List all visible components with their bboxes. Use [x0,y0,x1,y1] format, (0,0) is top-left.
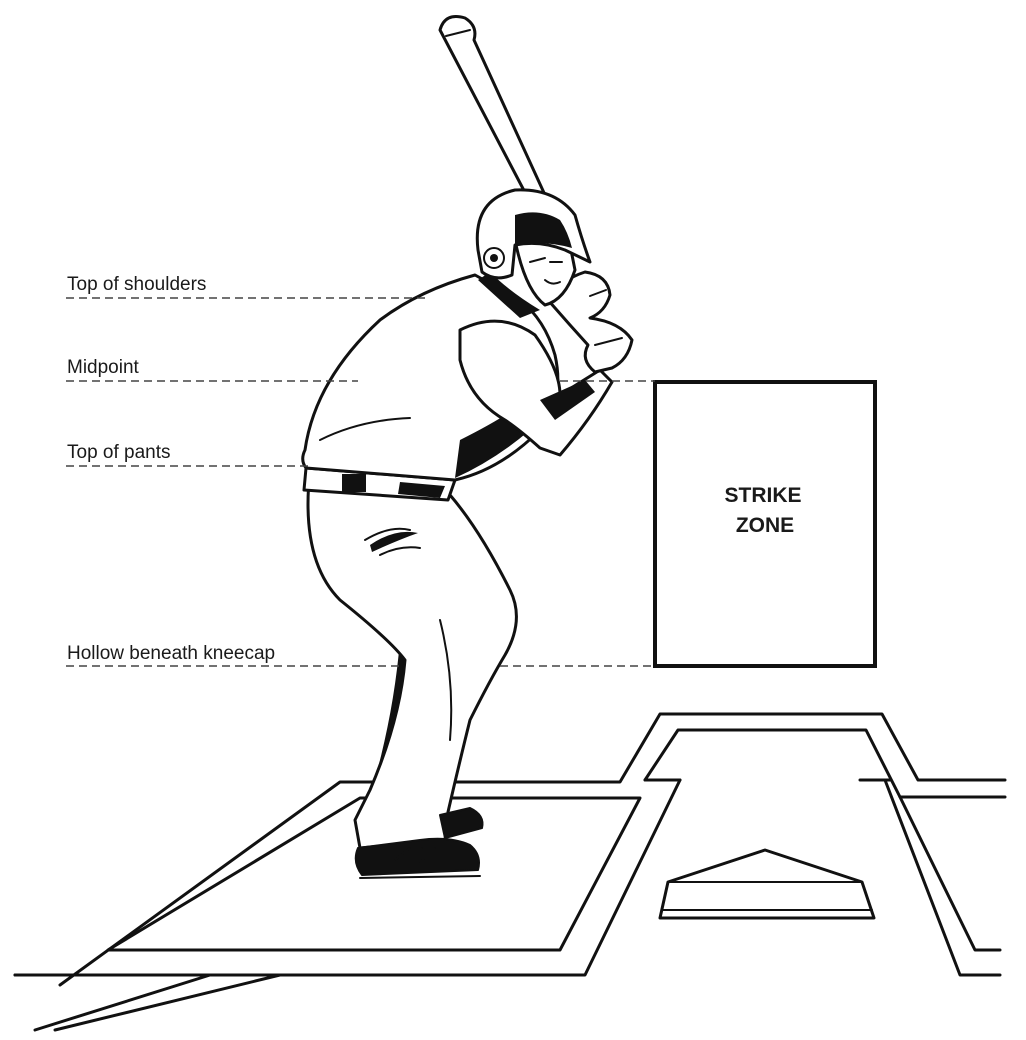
label-hollow-beneath-kneecap: Hollow beneath kneecap [67,643,275,664]
strike-zone-box [653,380,877,668]
guide-top-of-shoulders: Top of shoulders [66,274,430,299]
front-arm [458,319,614,457]
strike-zone-label-line1: STRIKE [724,484,801,507]
label-midpoint: Midpoint [67,357,140,378]
back-cleat [439,807,484,839]
field-lines [13,712,1007,1032]
bat [438,15,547,204]
home-plate [658,848,876,920]
guide-midpoint: Midpoint [66,357,655,382]
guide-hollow-beneath-kneecap: Hollow beneath kneecap [66,643,655,667]
front-cleat [354,837,480,876]
batter-illustration [301,15,634,879]
strike-zone-label-line2: ZONE [736,514,794,537]
guide-top-of-pants: Top of pants [66,442,308,467]
face [513,238,577,307]
label-top-of-pants: Top of pants [67,442,171,463]
label-top-of-shoulders: Top of shoulders [67,274,206,295]
pants [306,468,518,850]
batting-gloves [546,270,634,374]
